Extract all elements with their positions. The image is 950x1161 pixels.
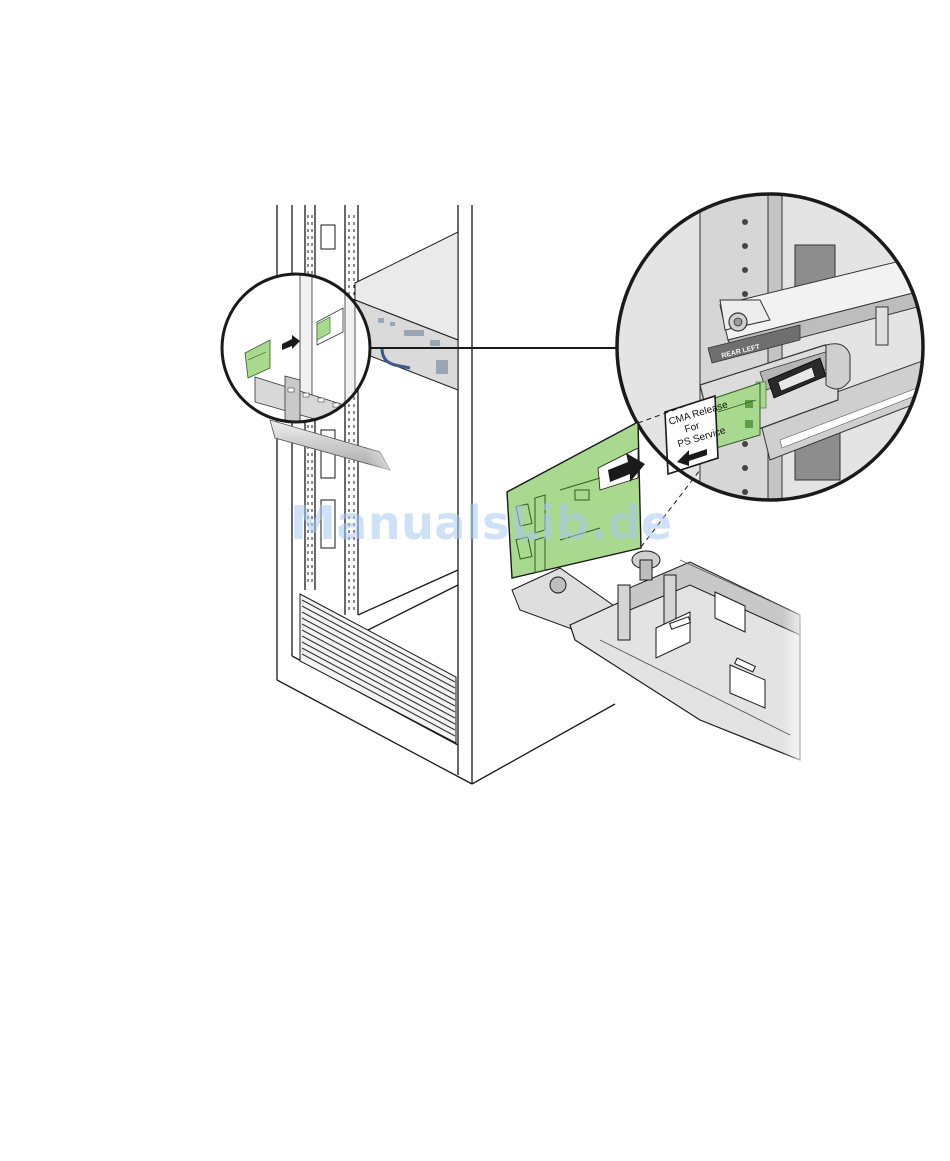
zoom-callout: REAR LEFT CMA Release For PS Service <box>615 190 925 510</box>
server-chassis <box>355 232 458 390</box>
slide-rail-hinge-assembly <box>512 540 810 770</box>
small-callout <box>222 272 370 432</box>
rack-vent-panel <box>300 594 456 743</box>
left-slide-rail <box>270 420 410 480</box>
watermark: ManualsLib.de <box>290 496 670 550</box>
